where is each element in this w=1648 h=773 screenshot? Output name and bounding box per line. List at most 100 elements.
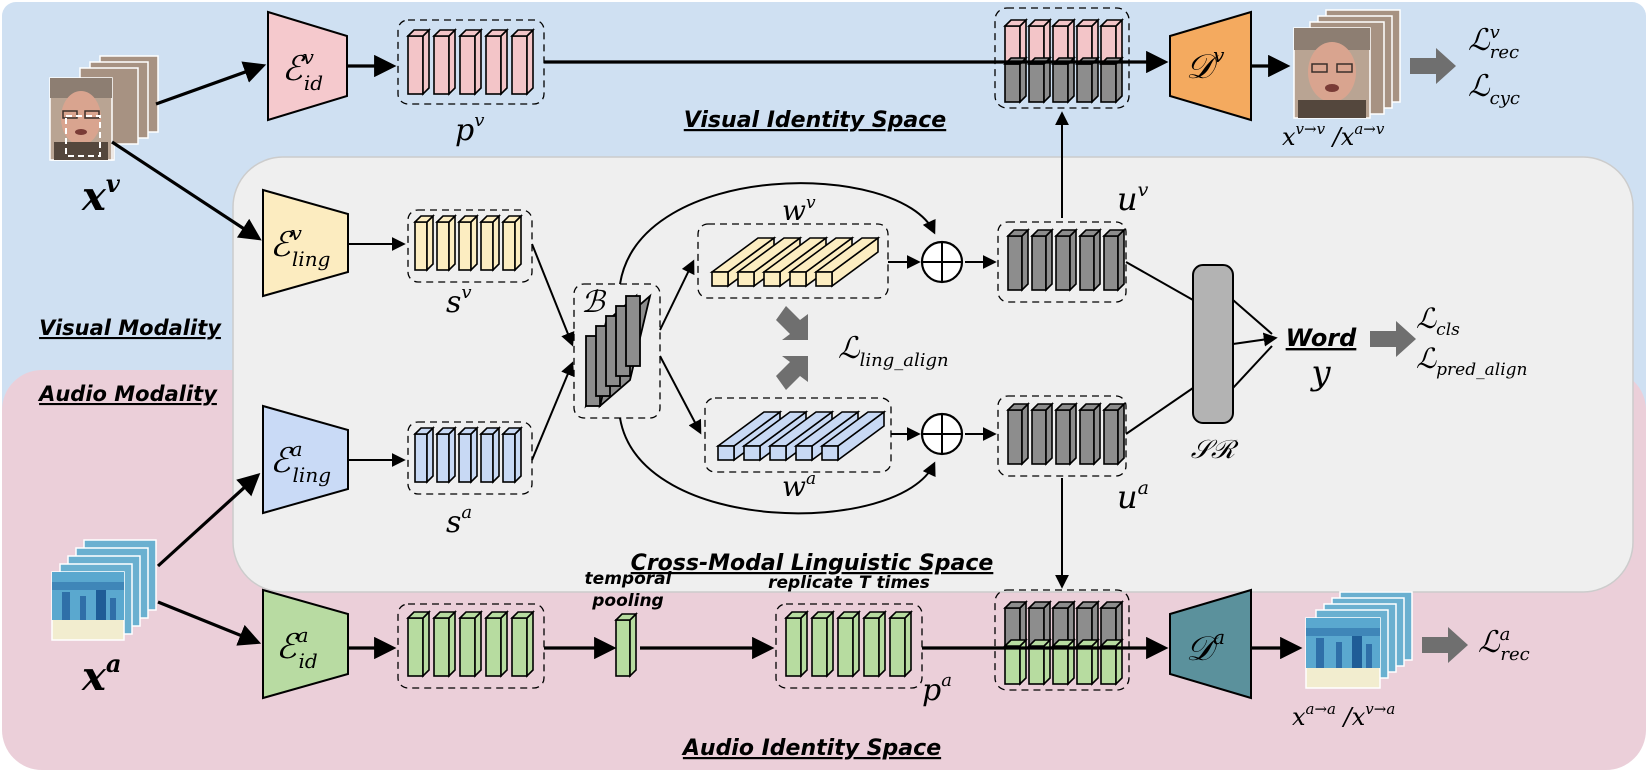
cross-modal-linguistic-space-label: Cross-Modal Linguistic Space: [631, 551, 994, 576]
loss-cls: ℒcls: [1416, 302, 1460, 340]
x-v-label: xv: [81, 169, 121, 220]
sr-connectors: [1125, 261, 1273, 435]
s-a-bar-1: [413, 426, 435, 484]
loss-ling-align: ℒling_align: [838, 331, 949, 371]
u-v-bar-5: [1102, 228, 1126, 292]
u-v-bar-4: [1078, 228, 1102, 292]
p-a-replicated-bar-3: [836, 610, 861, 678]
x-a-label: xa: [81, 649, 121, 700]
w-a-bar-5: [819, 410, 887, 462]
p-a-identity-bar-3: [458, 610, 483, 678]
u-v-bar-2: [1030, 228, 1054, 292]
u-v-bar-3: [1054, 228, 1078, 292]
fused-visual-top-1: [1003, 18, 1028, 66]
p-a-replicated-bar-2: [810, 610, 835, 678]
sr-label: 𝒮ℛ: [1191, 435, 1239, 465]
s-a-bar-3: [457, 426, 479, 484]
fused-audio-top-5: [1099, 600, 1124, 648]
main-arrows: [111, 50, 1303, 660]
decoder-visual: [1169, 10, 1252, 122]
fused-visual-top-5: [1099, 18, 1124, 66]
sum-node-audio: [920, 412, 964, 456]
s-a-bar-2: [435, 426, 457, 484]
s-v-bar-3: [457, 214, 479, 272]
fused-visual-bottom-1: [1003, 56, 1028, 104]
p-v-bar-2: [432, 28, 457, 96]
s-v-bar-1: [413, 214, 435, 272]
fused-visual-bottom-4: [1075, 56, 1100, 104]
loss-arrow-visual-rec: [1410, 48, 1456, 84]
u-a-label: ua: [1117, 477, 1149, 516]
fused-audio-top-2: [1027, 600, 1052, 648]
loss-pred-align: ℒpred_align: [1416, 342, 1527, 380]
visual-output-label: xv→v /xa→v: [1282, 120, 1385, 151]
w-a-label: wa: [782, 469, 816, 503]
decoder-audio: [1169, 588, 1252, 700]
bank-box: [573, 283, 661, 419]
u-a-bar-2: [1030, 402, 1054, 466]
fused-visual-box: [994, 7, 1130, 109]
word-label: Word: [1286, 324, 1357, 352]
u-a-bar-1: [1006, 402, 1030, 466]
loss-arrows: [776, 48, 1468, 663]
fused-audio-top-4: [1075, 600, 1100, 648]
u-a-bar-5: [1102, 402, 1126, 466]
p-a-replicated-bar-1: [784, 610, 809, 678]
p-v-bar-4: [484, 28, 509, 96]
encoder-ling-visual: [262, 188, 349, 298]
visual-input-front-frame: [49, 77, 113, 161]
thin-arrows: [348, 111, 1278, 589]
p-v-bar-3: [458, 28, 483, 96]
audio-input-frames: [51, 539, 157, 641]
fused-visual-bottom-3: [1051, 56, 1076, 104]
fused-audio-bottom-3: [1051, 638, 1076, 686]
p-a-label: pa: [922, 670, 952, 708]
u-v-label: uv: [1117, 179, 1149, 218]
u-a-box: [997, 395, 1127, 477]
encoder-id-audio: [262, 588, 349, 700]
feature-bars: [406, 18, 1126, 686]
s-a-bar-4: [479, 426, 501, 484]
fused-audio-bottom-2: [1027, 638, 1052, 686]
sr-block: [1192, 264, 1234, 424]
w-v-label: wv: [782, 193, 816, 227]
fused-visual-bottom-2: [1027, 56, 1052, 104]
encoder-id-visual: [267, 10, 348, 122]
s-v-bar-4: [479, 214, 501, 272]
audio-output-frames: [1305, 591, 1413, 689]
s-a-label: sa: [446, 502, 472, 540]
audio-identity-space-label: Audio Identity Space: [681, 736, 941, 761]
word-var-label: y: [1309, 353, 1331, 393]
temporal-pooling-label-line2: pooling: [591, 591, 663, 611]
p-a-identity-bar-5: [510, 610, 535, 678]
audio-output-label: xa→a /xv→a: [1292, 700, 1395, 731]
w-v-box: [697, 223, 889, 299]
encoder-ling-audio: [262, 404, 349, 515]
p-v-label: pv: [455, 110, 484, 148]
p-a-identity-bar-4: [484, 610, 509, 678]
fused-visual-bottom-5: [1099, 56, 1124, 104]
u-v-box: [997, 221, 1127, 303]
fused-audio-bottom-1: [1003, 638, 1028, 686]
sum-node-visual: [920, 240, 964, 284]
s-a-bar-5: [501, 426, 523, 484]
visual-modality-label: Visual Modality: [39, 316, 222, 340]
cross-modal-linguistic-region: [232, 156, 1634, 593]
bank-label: ℬ: [581, 285, 607, 320]
fused-audio-bottom-4: [1075, 638, 1100, 686]
s-v-bar-5: [501, 214, 523, 272]
loss-arrow-audio-rec: [1422, 627, 1468, 663]
u-v-bar-1: [1006, 228, 1030, 292]
pooled-bar: [614, 612, 638, 678]
p-v-bar-5: [510, 28, 535, 96]
bank-block: [584, 293, 652, 409]
u-a-bar-3: [1054, 402, 1078, 466]
fused-audio-bottom-5: [1099, 638, 1124, 686]
